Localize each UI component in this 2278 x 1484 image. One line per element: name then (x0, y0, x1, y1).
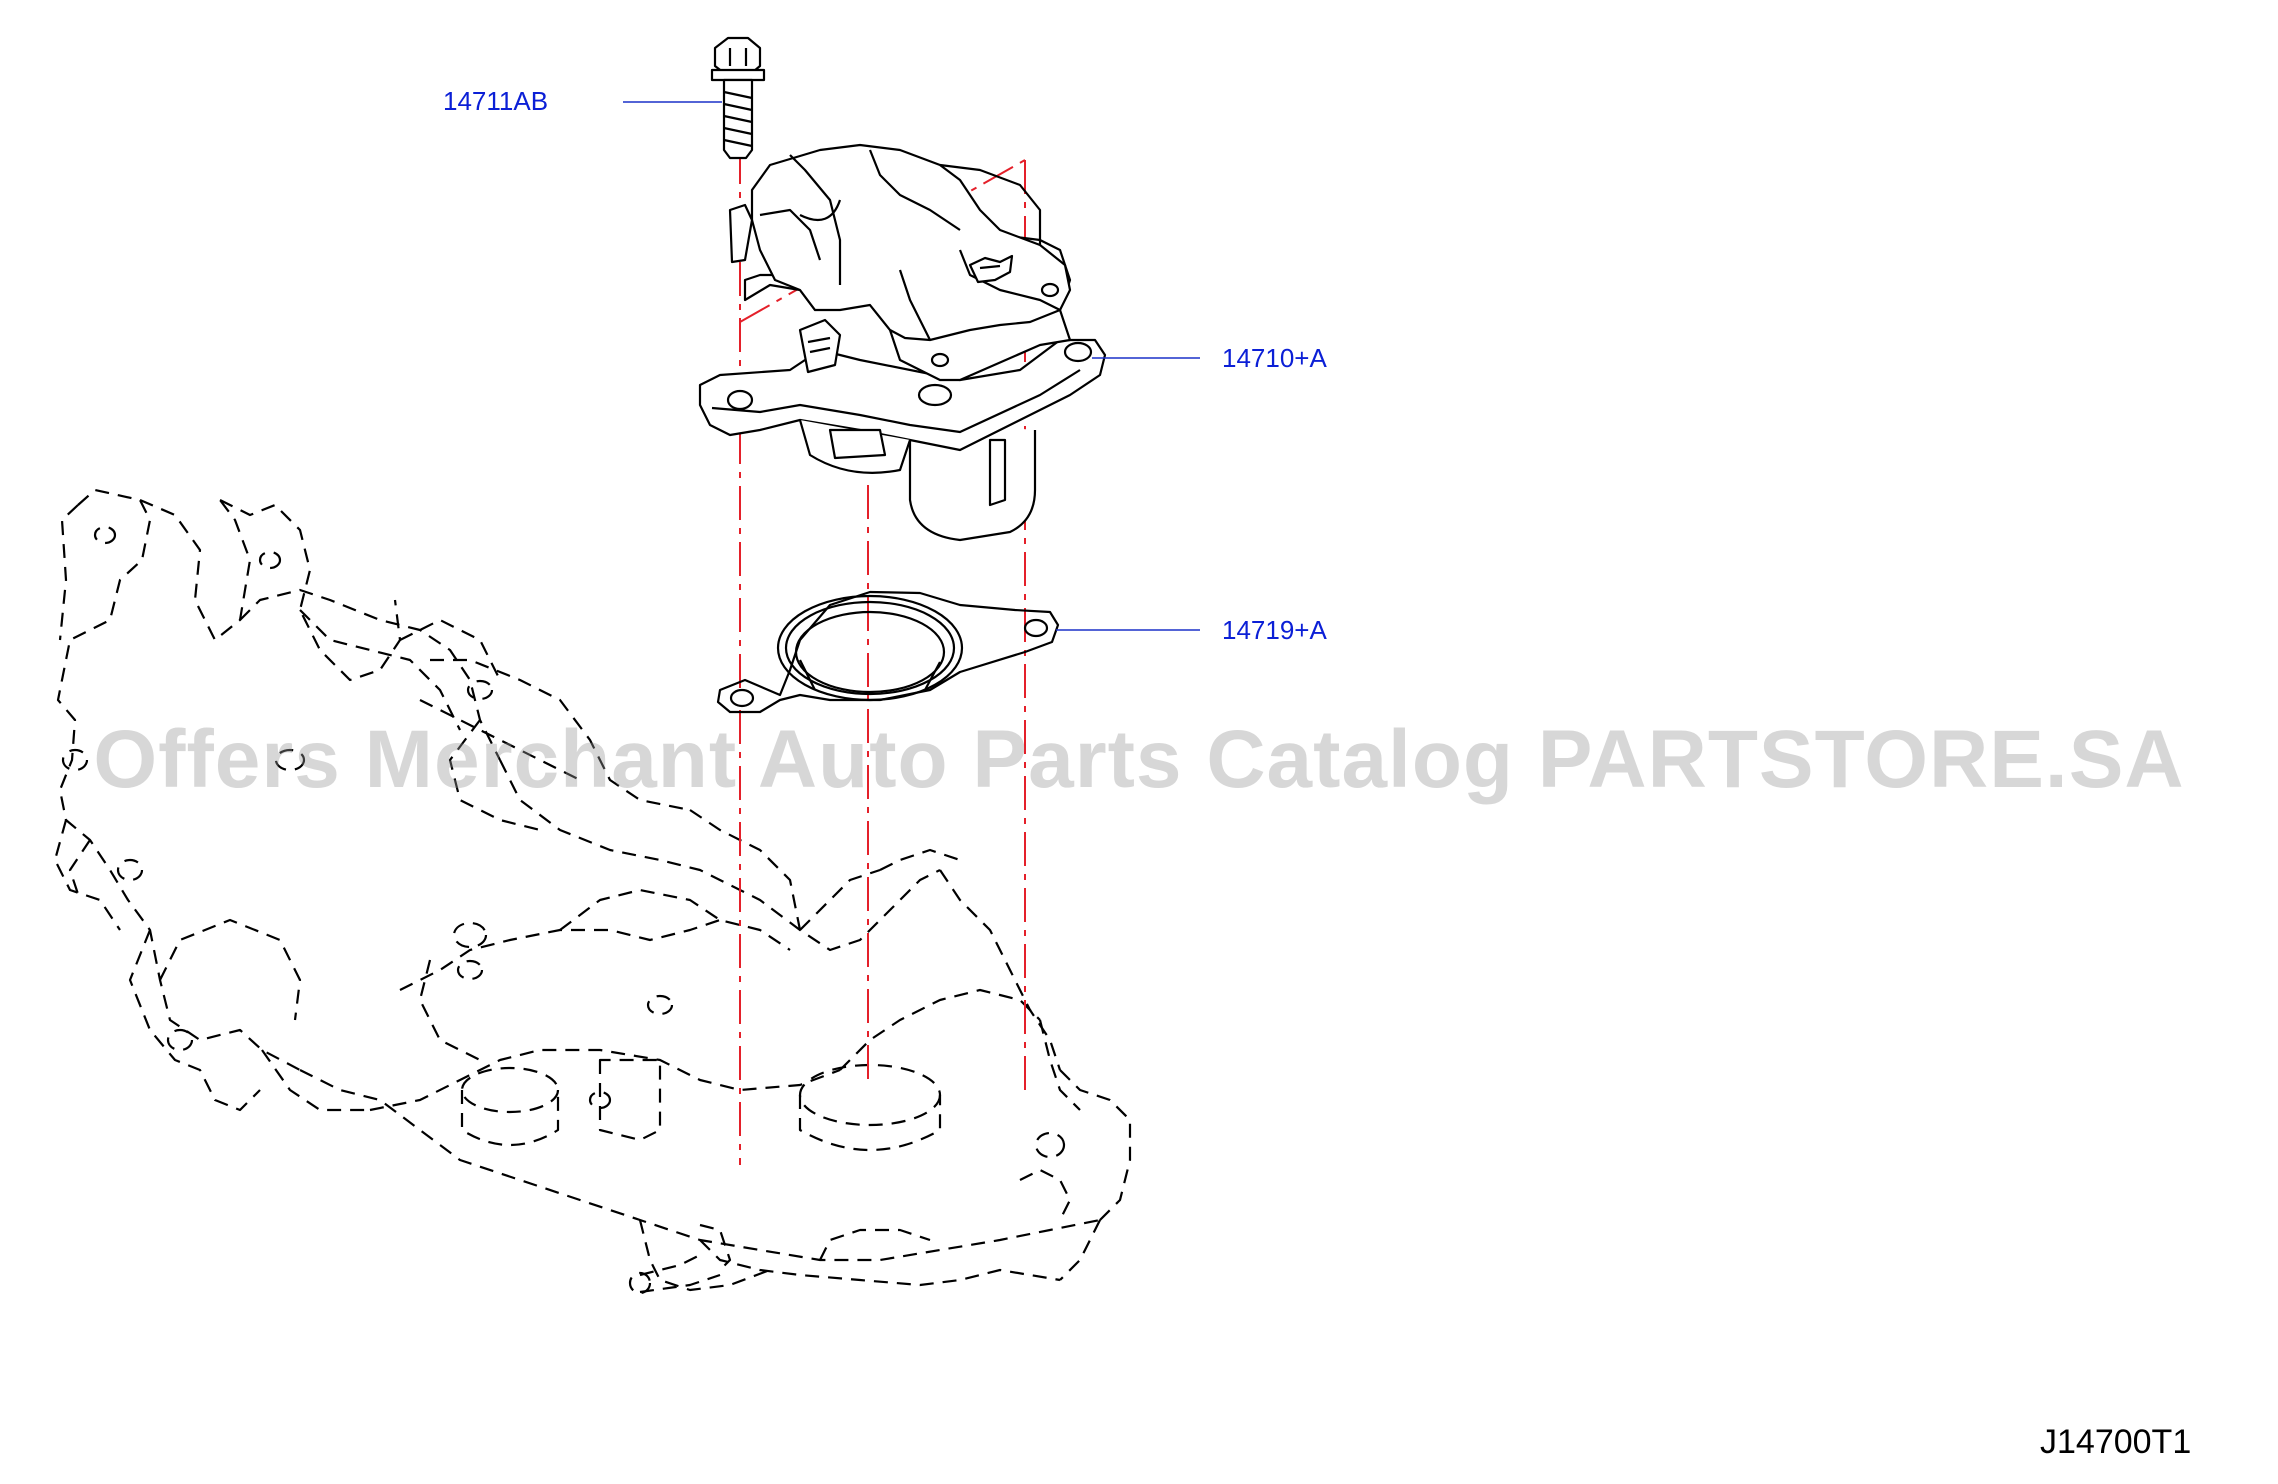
phantom-engine-block (53, 488, 1132, 1295)
callout-label-valve[interactable]: 14710+A (1222, 343, 1327, 373)
figure-code: J14700T1 (2040, 1423, 2192, 1461)
leader-lines (623, 101, 1200, 631)
callout-label-bolt[interactable]: 14711AB (443, 86, 549, 116)
callout-label-gasket[interactable]: 14719+A (1222, 615, 1327, 645)
gasket-part (716, 590, 1060, 714)
egr-valve-part (698, 143, 1107, 542)
bolt-part (710, 36, 766, 160)
